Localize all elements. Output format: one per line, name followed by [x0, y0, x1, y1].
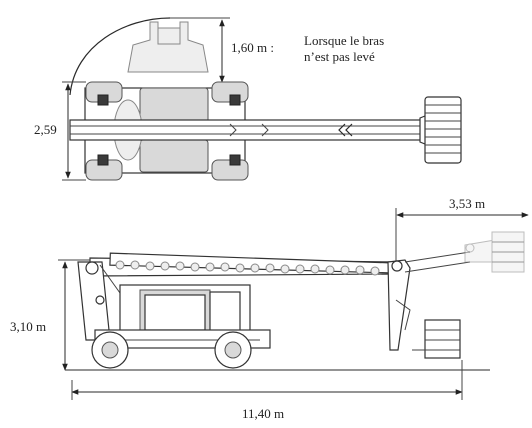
side-boom	[89, 252, 396, 277]
ghost-cab	[127, 21, 209, 73]
dim-length-label: 11,40 m	[242, 406, 285, 421]
side-mast	[77, 261, 126, 341]
side-wheels	[91, 331, 252, 369]
note-line-2: n’est pas levé	[304, 49, 375, 64]
side-jib	[387, 251, 471, 359]
side-chassis	[94, 284, 271, 349]
dim-offset-note: Lorsque le bras n’est pas levé	[304, 33, 384, 65]
ghost-basket	[464, 231, 525, 273]
top-basket	[424, 96, 462, 164]
side-view	[58, 208, 529, 400]
top-boom	[69, 113, 431, 147]
dim-offset-label: 1,60 m :	[231, 40, 274, 55]
dim-width-label: 2,59	[34, 122, 57, 137]
swing-arc	[69, 17, 171, 96]
dim-reach-label: 3,53 m	[449, 196, 486, 211]
top-view	[62, 17, 462, 181]
note-line-1: Lorsque le bras	[304, 33, 385, 48]
dim-height-label: 3,10 m	[10, 319, 47, 334]
